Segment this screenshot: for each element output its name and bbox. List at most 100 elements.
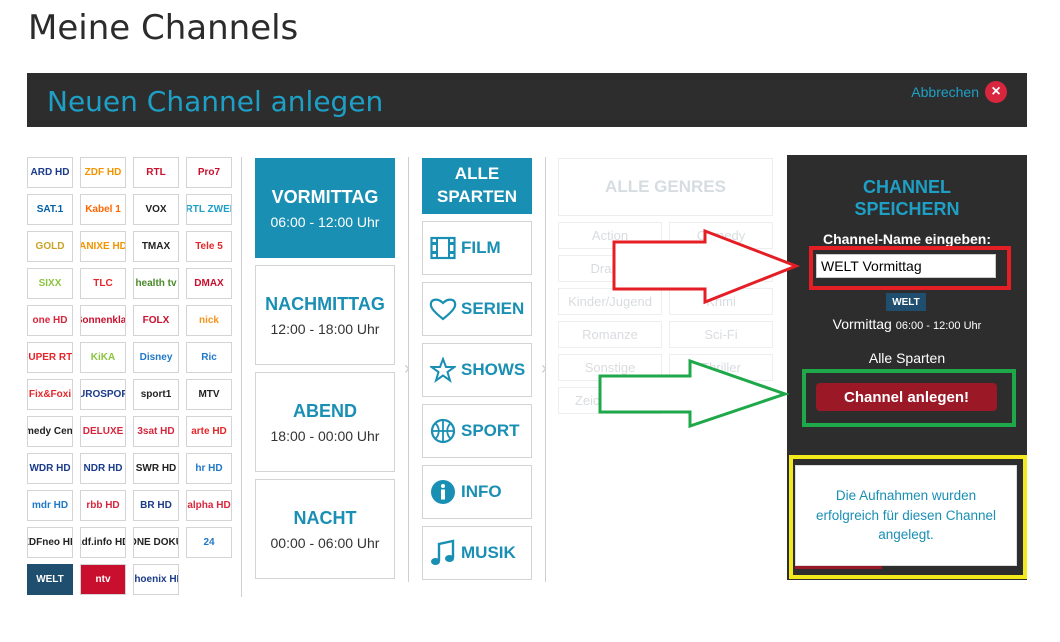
channel-logo[interactable]: KiKA xyxy=(80,342,126,373)
channel-logo[interactable]: RTL xyxy=(133,157,179,188)
divider xyxy=(408,157,409,582)
channel-logo[interactable]: ONE DOKU xyxy=(133,527,179,558)
channel-logo[interactable]: ARD HD xyxy=(27,157,73,188)
channel-logo[interactable]: one HD xyxy=(27,305,73,336)
channel-logo[interactable]: SIXX xyxy=(27,268,73,299)
timeslot-range: 12:00 - 18:00 Uhr xyxy=(270,320,380,337)
sparte-info[interactable]: INFO xyxy=(422,465,532,519)
divider xyxy=(241,157,242,597)
genre-button[interactable]: Comedy xyxy=(669,222,773,249)
chevron-right-icon: › xyxy=(541,358,547,378)
info-icon xyxy=(429,478,457,506)
sparte-serien[interactable]: SERIEN xyxy=(422,282,532,336)
channel-logo[interactable]: Disney xyxy=(133,342,179,373)
channel-logo[interactable]: Kabel 1 xyxy=(80,194,126,225)
film-icon xyxy=(429,234,457,262)
channel-logo[interactable]: sport1 xyxy=(133,379,179,410)
channel-logo[interactable]: BR HD xyxy=(133,490,179,521)
chevron-right-icon: › xyxy=(404,358,410,378)
selected-time-range: 06:00 - 12:00 Uhr xyxy=(895,320,982,332)
genre-button[interactable]: Sonstige xyxy=(558,354,662,381)
sparte-label: INFO xyxy=(461,482,502,501)
channel-logo[interactable]: hr HD xyxy=(186,453,232,484)
genre-button[interactable]: Sci-Fi xyxy=(669,321,773,348)
channel-logo[interactable]: Comedy Central xyxy=(27,416,73,447)
selected-timeslot: Vormittag 06:00 - 12:00 Uhr xyxy=(787,316,1027,332)
timeslot-nacht[interactable]: NACHT 00:00 - 06:00 Uhr xyxy=(255,479,395,579)
channel-logo[interactable]: GOLD xyxy=(27,231,73,262)
sparte-film[interactable]: FILM xyxy=(422,221,532,275)
channel-logo[interactable]: SUPER RTL xyxy=(27,342,73,373)
sparte-label: SHOWS xyxy=(461,360,526,379)
timeslot-range: 00:00 - 06:00 Uhr xyxy=(270,534,380,551)
timeslot-name: NACHMITTAG xyxy=(265,293,385,314)
channel-logo[interactable]: WDR HD xyxy=(27,453,73,484)
music-icon xyxy=(429,539,457,567)
channel-logo[interactable]: WELT xyxy=(27,564,73,595)
genre-button[interactable]: Thriller xyxy=(669,354,773,381)
channel-logo[interactable]: ntv xyxy=(80,564,126,595)
sparte-musik[interactable]: MUSIK xyxy=(422,526,532,580)
timeslot-range: 18:00 - 00:00 Uhr xyxy=(270,427,380,444)
timeslot-nachmittag[interactable]: NACHMITTAG 12:00 - 18:00 Uhr xyxy=(255,265,395,365)
channel-logo[interactable]: Tele 5 xyxy=(186,231,232,262)
channel-logo[interactable]: EUROSPORT xyxy=(80,379,126,410)
channel-logo[interactable]: Ric xyxy=(186,342,232,373)
channel-logo[interactable]: FOLX xyxy=(133,305,179,336)
genre-button[interactable]: Krimi xyxy=(669,288,773,315)
channel-logo[interactable]: TLC xyxy=(80,268,126,299)
genre-button[interactable]: Kinder/Jugend xyxy=(558,288,662,315)
sparte-sport[interactable]: SPORT xyxy=(422,404,532,458)
sparte-label: FILM xyxy=(461,238,501,257)
channel-logo[interactable]: ZDF HD xyxy=(80,157,126,188)
channel-logo[interactable]: MTV xyxy=(186,379,232,410)
channel-logo[interactable]: DELUXE xyxy=(80,416,126,447)
close-circle-icon[interactable]: × xyxy=(985,81,1007,103)
sparten-all-button[interactable]: ALLE SPARTEN xyxy=(422,158,532,214)
sparte-label: SPORT xyxy=(461,421,520,440)
ball-icon xyxy=(429,417,457,445)
channel-logo[interactable]: mdr HD xyxy=(27,490,73,521)
genre-button[interactable]: Zeichentrick xyxy=(558,387,662,414)
channel-name-label: Channel-Name eingeben: xyxy=(822,231,992,247)
channel-logo[interactable]: nick xyxy=(186,305,232,336)
channel-name-input[interactable] xyxy=(816,254,996,278)
channel-logo[interactable]: phoenix HD xyxy=(133,564,179,595)
channel-logo[interactable]: Pro7 xyxy=(186,157,232,188)
header-bar: Neuen Channel anlegen Abbrechen × xyxy=(27,73,1027,127)
channel-logo[interactable]: health tv xyxy=(133,268,179,299)
create-channel-button[interactable]: Channel anlegen! xyxy=(816,383,997,411)
channel-logo[interactable]: zdf.info HD xyxy=(80,527,126,558)
channel-logo[interactable]: ANIXE HD xyxy=(80,231,126,262)
channel-logo[interactable]: 24 xyxy=(186,527,232,558)
channel-logo[interactable]: TMAX xyxy=(133,231,179,262)
channel-logo[interactable]: NDR HD xyxy=(80,453,126,484)
channel-logo[interactable]: RTL ZWEI xyxy=(186,194,232,225)
star-icon xyxy=(429,356,457,384)
channel-logo[interactable]: SWR HD xyxy=(133,453,179,484)
genre-button[interactable]: Action xyxy=(558,222,662,249)
sparte-label: SERIEN xyxy=(461,299,525,318)
channel-logo[interactable]: Sonnenklar xyxy=(80,305,126,336)
cancel-button[interactable]: Abbrechen × xyxy=(911,81,1007,103)
channel-logo[interactable]: Fix&Foxi xyxy=(27,379,73,410)
channel-logo[interactable]: 3sat HD xyxy=(133,416,179,447)
genre-button[interactable]: Romanze xyxy=(558,321,662,348)
channel-logo[interactable]: alpha HD xyxy=(186,490,232,521)
channel-logo[interactable]: rbb HD xyxy=(80,490,126,521)
genre-all-button[interactable]: ALLE GENRES xyxy=(558,158,773,216)
timeslot-name: NACHT xyxy=(293,507,357,528)
sparte-shows[interactable]: SHOWS xyxy=(422,343,532,397)
genre-button[interactable]: Drama xyxy=(558,255,662,282)
channel-logo[interactable]: arte HD xyxy=(186,416,232,447)
save-title: CHANNEL SPEICHERN xyxy=(854,177,960,219)
channel-logo[interactable]: VOX xyxy=(133,194,179,225)
channel-logo[interactable]: SAT.1 xyxy=(27,194,73,225)
selected-time-name: Vormittag xyxy=(832,316,892,332)
genre-button[interactable]: Erotik xyxy=(669,255,773,282)
channel-logo[interactable]: DMAX xyxy=(186,268,232,299)
channel-logo[interactable]: ZDFneo HD xyxy=(27,527,73,558)
